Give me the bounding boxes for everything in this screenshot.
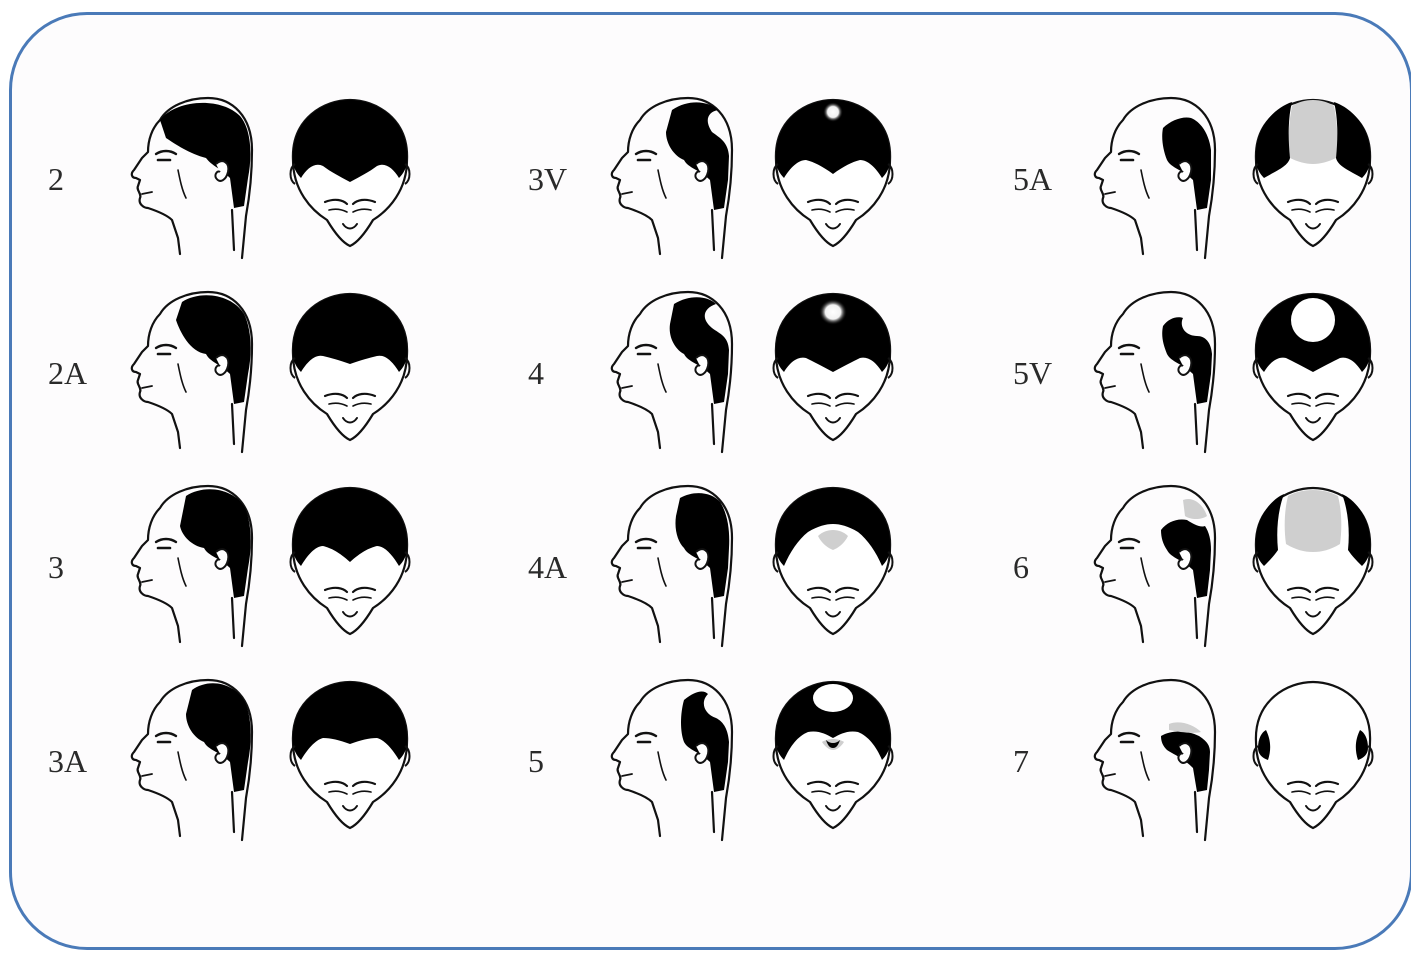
- stage-5-top-view-icon: [774, 682, 893, 828]
- stage-5v-side-profile-icon: [1095, 292, 1215, 452]
- stage-5v-label: 5V: [1013, 355, 1052, 391]
- stage-2a-group: 2A: [48, 292, 410, 452]
- stage-4-side-profile-icon: [612, 292, 732, 452]
- stage-3a-side-profile-icon: [132, 680, 252, 840]
- stage-5a-top-view-icon: [1254, 100, 1373, 246]
- stage-6-group: 6: [1013, 486, 1373, 646]
- stage-7-top-view-icon: [1254, 682, 1373, 828]
- stage-3-side-profile-icon: [132, 486, 252, 646]
- stage-3v-side-profile-icon: [612, 98, 732, 258]
- stage-5a-group: 5A: [1013, 98, 1373, 258]
- stage-6-top-view-icon: [1254, 488, 1373, 634]
- stage-3v-top-view-icon: [774, 100, 893, 246]
- stage-3a-group: 3A: [48, 680, 410, 840]
- stage-5v-group: 5V: [1013, 292, 1373, 452]
- stage-2a-side-profile-icon: [132, 292, 252, 452]
- stage-5-group: 5: [528, 680, 893, 840]
- stage-3-label: 3: [48, 549, 64, 585]
- stage-6-label: 6: [1013, 549, 1029, 585]
- stage-4-label: 4: [528, 355, 544, 391]
- stage-2-group: 2: [48, 98, 410, 258]
- stage-2-side-profile-icon: [132, 98, 252, 258]
- stage-4-top-view-icon: [774, 294, 893, 440]
- stage-4a-top-view-icon: [774, 488, 893, 634]
- stage-4a-side-profile-icon: [612, 486, 732, 646]
- stage-2-top-view-icon: [291, 100, 410, 246]
- stage-3a-top-view-icon: [291, 682, 410, 828]
- stage-4-group: 4: [528, 292, 893, 452]
- stage-7-label: 7: [1013, 743, 1029, 779]
- stage-5a-side-profile-icon: [1095, 98, 1215, 258]
- stage-6-side-profile-icon: [1095, 486, 1215, 646]
- stage-5-side-profile-icon: [612, 680, 732, 840]
- stage-2a-top-view-icon: [291, 294, 410, 440]
- stage-5v-top-view-icon: [1254, 294, 1373, 440]
- stage-4a-label: 4A: [528, 549, 567, 585]
- stage-3v-label: 3V: [528, 161, 567, 197]
- stage-2-label: 2: [48, 161, 64, 197]
- stage-3-group: 3: [48, 486, 410, 646]
- stage-7-group: 7: [1013, 680, 1373, 840]
- stage-3-top-view-icon: [291, 488, 410, 634]
- stage-7-side-profile-icon: [1095, 680, 1215, 840]
- stage-5-label: 5: [528, 743, 544, 779]
- stage-2a-label: 2A: [48, 355, 87, 391]
- stage-3v-group: 3V: [528, 98, 893, 258]
- stage-3a-label: 3A: [48, 743, 87, 779]
- stage-5a-label: 5A: [1013, 161, 1052, 197]
- stage-4a-group: 4A: [528, 486, 893, 646]
